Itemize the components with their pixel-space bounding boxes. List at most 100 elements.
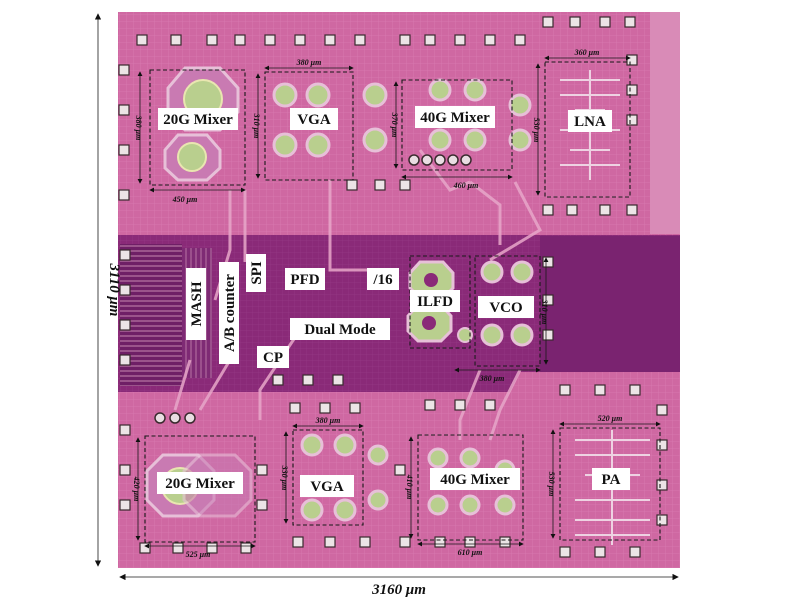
dim-lna-h: 530 μm bbox=[532, 118, 541, 143]
dim-vga-top-h: 310 μm bbox=[252, 113, 261, 139]
bond-pad bbox=[499, 536, 511, 548]
bond-pad bbox=[234, 34, 246, 46]
bond-pad bbox=[566, 204, 578, 216]
bond-pad bbox=[542, 256, 554, 268]
dim-vga-bot-h: 330 μm bbox=[280, 465, 289, 491]
outline-vco bbox=[474, 255, 541, 367]
bond-pad bbox=[354, 34, 366, 46]
svg-text:VCO: VCO bbox=[489, 300, 522, 316]
dim-lna-w: 360 μm bbox=[574, 48, 600, 57]
route-6 bbox=[458, 369, 482, 440]
svg-text:20G Mixer: 20G Mixer bbox=[163, 112, 233, 128]
label-mixer40-top: 40G Mixer bbox=[415, 106, 495, 128]
bond-pad bbox=[484, 34, 496, 46]
bond-pad bbox=[464, 536, 476, 548]
bond-pad bbox=[514, 34, 526, 46]
bond-pad bbox=[542, 329, 554, 341]
round-pad bbox=[447, 154, 459, 166]
dim-mixer40-top-h: 370 μm bbox=[390, 112, 399, 138]
bond-pad bbox=[454, 34, 466, 46]
round-pad bbox=[408, 154, 420, 166]
bond-pad bbox=[656, 479, 668, 491]
block-outlines bbox=[144, 61, 661, 543]
round-pad bbox=[154, 412, 166, 424]
bond-pad bbox=[346, 179, 358, 191]
bond-pad bbox=[172, 542, 184, 554]
bond-pad bbox=[118, 64, 130, 76]
dim-pa-w: 520 μm bbox=[598, 414, 623, 423]
label-cp: CP bbox=[257, 346, 289, 368]
dimension-text: 450 μm 380 μm 380 μm 310 μm 370 μm 460 μ… bbox=[132, 48, 622, 559]
inductor-vga-top bbox=[272, 82, 388, 158]
label-pfd: PFD bbox=[285, 268, 325, 290]
bond-pad bbox=[454, 399, 466, 411]
bond-pad bbox=[302, 374, 314, 386]
bond-pad bbox=[332, 374, 344, 386]
dim-mixer40-top-w: 460 μm bbox=[453, 181, 479, 190]
route-5 bbox=[489, 181, 542, 262]
bond-pad bbox=[170, 34, 182, 46]
bond-pad bbox=[399, 34, 411, 46]
label-div16: /16 bbox=[367, 268, 399, 290]
label-spi: SPI bbox=[246, 254, 266, 292]
dimension-lines bbox=[135, 55, 661, 549]
bond-pad bbox=[399, 179, 411, 191]
bond-pad bbox=[542, 204, 554, 216]
svg-text:40G Mixer: 40G Mixer bbox=[440, 472, 510, 488]
bond-pad bbox=[292, 536, 304, 548]
bond-pad bbox=[136, 34, 148, 46]
label-lna: LNA bbox=[568, 110, 612, 132]
outline-pa bbox=[559, 427, 661, 541]
bond-pad bbox=[118, 144, 130, 156]
bond-pad bbox=[594, 546, 606, 558]
bond-pad bbox=[656, 514, 668, 526]
inductor-vco bbox=[457, 260, 534, 347]
bond-pad bbox=[359, 536, 371, 548]
bond-pad bbox=[559, 384, 571, 396]
inductor-vga-bot bbox=[300, 433, 389, 522]
svg-text:VGA: VGA bbox=[297, 112, 331, 128]
dim-vga-bot-w: 380 μm bbox=[315, 416, 341, 425]
bond-pad bbox=[119, 354, 131, 366]
bond-pad bbox=[206, 34, 218, 46]
bond-pad bbox=[629, 384, 641, 396]
label-mixer20-bot: 20G Mixer bbox=[157, 472, 243, 494]
svg-text:40G Mixer: 40G Mixer bbox=[420, 110, 490, 126]
bond-pad bbox=[626, 54, 638, 66]
edge-strip-top-right bbox=[650, 12, 680, 234]
bond-pad bbox=[624, 16, 636, 28]
svg-text:/16: /16 bbox=[372, 272, 393, 288]
outline-mixer20-top bbox=[149, 69, 246, 186]
bond-pad bbox=[374, 179, 386, 191]
die-height-label: 3110 μm bbox=[106, 263, 122, 317]
label-vga-top: VGA bbox=[290, 108, 338, 130]
bond-pad bbox=[399, 536, 411, 548]
outline-vga-bot bbox=[292, 429, 364, 526]
route-7 bbox=[488, 369, 522, 441]
bond-pad bbox=[272, 374, 284, 386]
label-vco: VCO bbox=[478, 296, 534, 318]
bond-pads bbox=[118, 16, 668, 558]
bond-pad bbox=[656, 439, 668, 451]
svg-text:LNA: LNA bbox=[574, 114, 606, 130]
dim-mixer20-bot-h: 420 μm bbox=[132, 476, 141, 502]
bond-pad bbox=[349, 402, 361, 414]
block-labels: 20G Mixer VGA 40G Mixer LNA MASH A/B cou… bbox=[157, 106, 630, 497]
bond-pad bbox=[629, 546, 641, 558]
round-pad bbox=[169, 412, 181, 424]
route-9 bbox=[198, 359, 232, 411]
bond-pad bbox=[626, 204, 638, 216]
bond-pad bbox=[424, 399, 436, 411]
inductor-mixer40-top bbox=[428, 78, 532, 152]
route-8 bbox=[173, 359, 192, 411]
svg-text:CP: CP bbox=[263, 350, 283, 366]
dim-mixer20-top-h: 380 μm bbox=[134, 115, 143, 141]
bond-pad bbox=[118, 104, 130, 116]
bond-pad bbox=[656, 404, 668, 416]
label-ilfd: ILFD bbox=[410, 290, 460, 312]
svg-text:SPI: SPI bbox=[249, 261, 265, 285]
svg-text:PA: PA bbox=[602, 472, 621, 488]
bond-pad bbox=[434, 536, 446, 548]
